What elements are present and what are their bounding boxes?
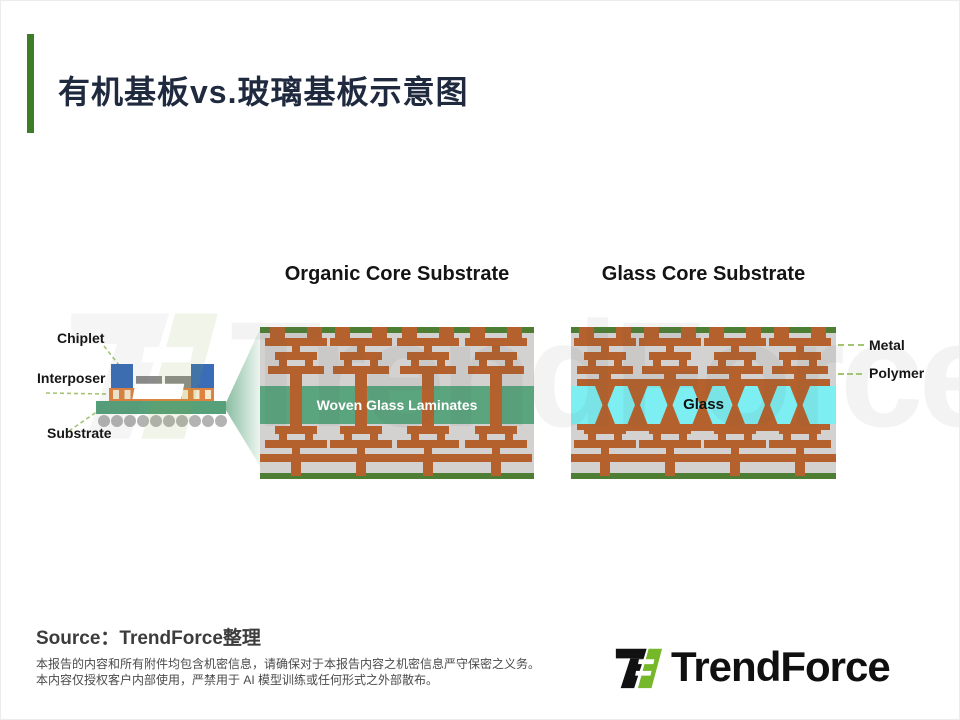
metal-leader-line [838,344,864,346]
polymer-label: Polymer [869,365,925,381]
solder-balls [98,415,227,427]
disclaimer-line-1: 本报告的内容和所有附件均包含机密信息，请确保对于本报告内容之机密信息严守保密之义… [36,657,541,671]
zoom-cone [224,329,260,466]
die-left [136,376,162,388]
organic-top-metal-strip [260,327,534,333]
woven-glass-band [260,386,534,424]
trendforce-logo-icon [615,648,663,689]
disclaimer-line-2: 本内容仅授权客户内部使用，严禁用于 AI 模型训练或任何形式之外部散布。 [36,673,439,687]
chiplet-label: Chiplet [57,330,105,346]
organic-core-diagram [260,327,534,479]
metal-label: Metal [869,337,905,353]
die-right [165,376,191,388]
polymer-leader-line [838,373,862,375]
trendforce-logo: TrendForce [612,642,891,692]
substrate-bar [96,401,226,414]
glass-label: Glass [683,396,724,413]
organic-bottom-metal-strip [260,473,534,479]
chiplet-package-diagram [45,329,260,466]
chiplet-left [111,364,133,388]
logo-wordmark: TrendForce [671,643,891,690]
woven-glass-label: Woven Glass Laminates [316,397,478,413]
disclaimer: 本报告的内容和所有附件均包含机密信息，请确保对于本报告内容之机密信息严守保密之义… [36,656,540,688]
micro-bumps [113,390,211,399]
glass-bottom-metal-strip [571,473,836,479]
title-accent-bar [27,34,34,133]
leader-lines [45,345,120,432]
interposer-label: Interposer [37,370,106,386]
glass-core-heading: Glass Core Substrate [601,263,806,285]
substrate-label: Substrate [47,425,112,441]
glass-top-metal-strip [571,327,836,333]
page-title: 有机基板vs.玻璃基板示意图 [58,74,469,110]
source-line: Source：TrendForce整理 [36,628,261,649]
chiplet-right [191,364,214,388]
glass-core-diagram [571,327,836,479]
organic-core-heading: Organic Core Substrate [284,263,510,285]
